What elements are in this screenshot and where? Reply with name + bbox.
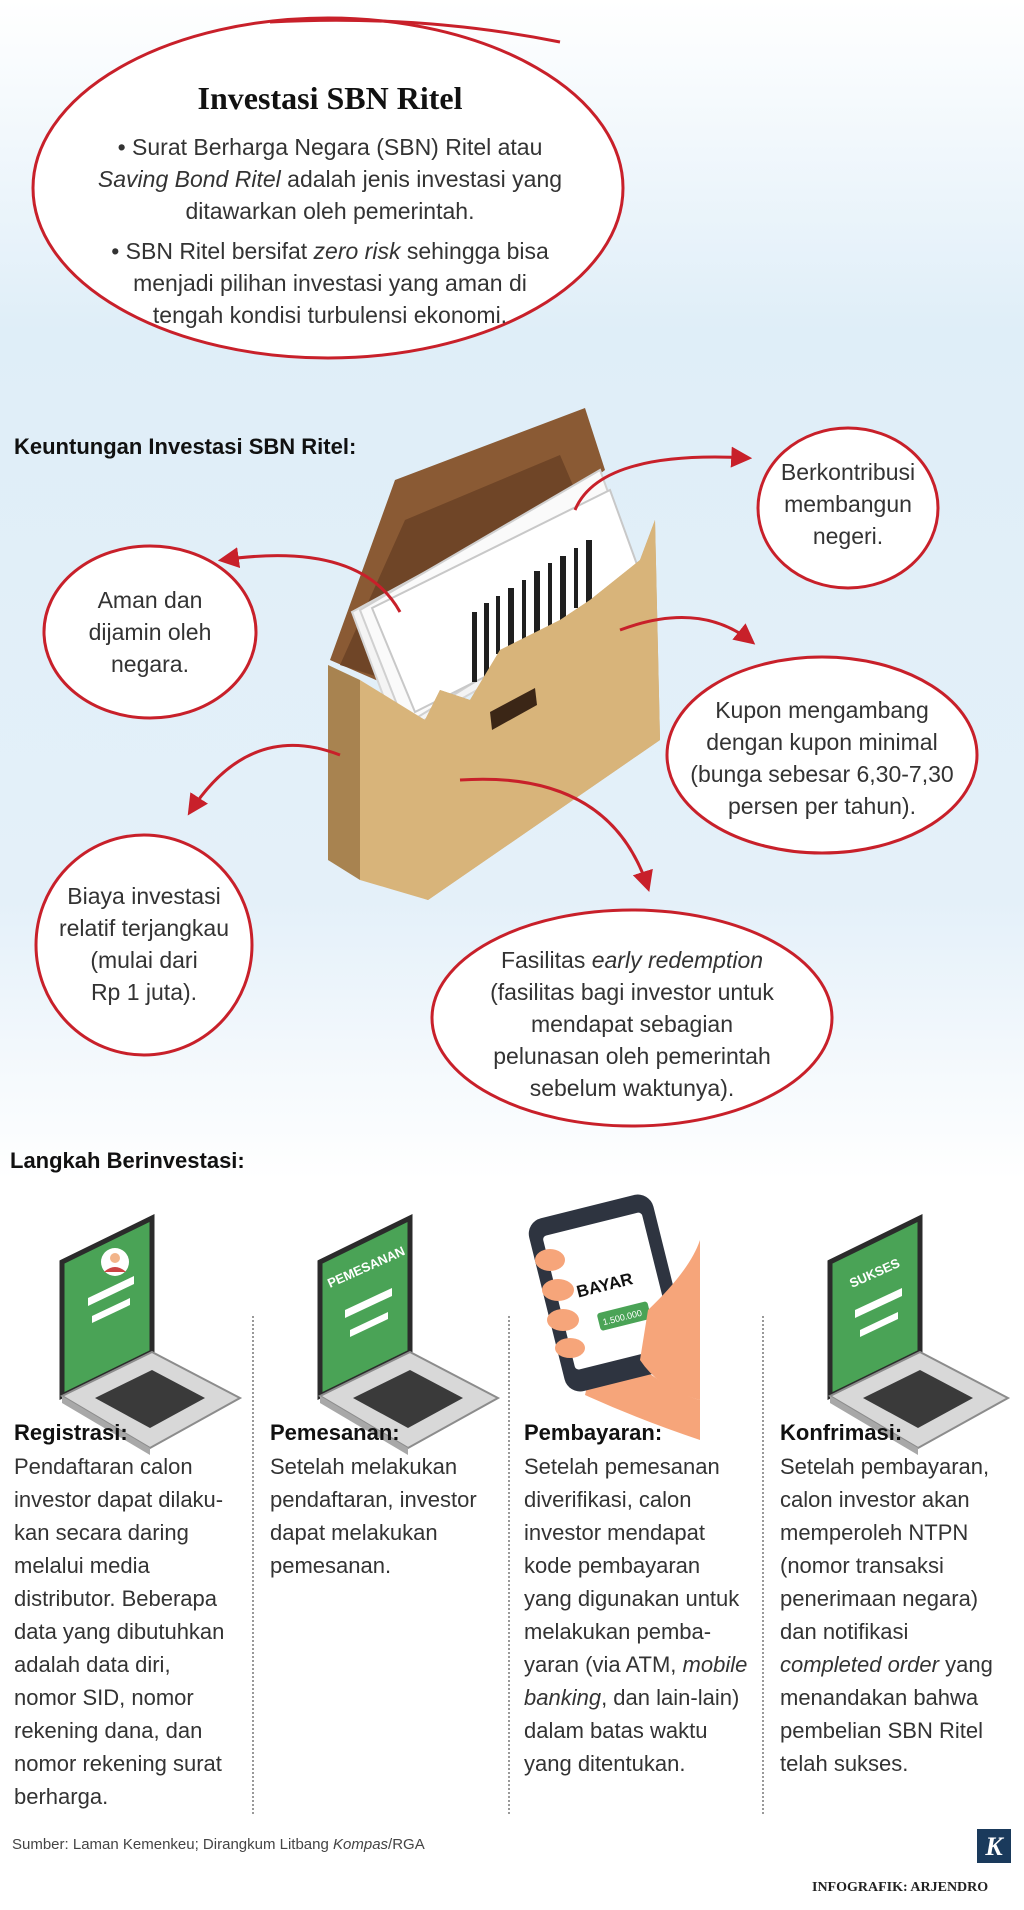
header-oval <box>31 16 625 360</box>
benefit-oval-3 <box>665 655 979 855</box>
arrow-to-benefit-5 <box>459 777 653 892</box>
laptop-registrasi-illustration <box>59 1213 243 1455</box>
credit-line: INFOGRAFIK: ARJENDRO <box>812 1880 989 1895</box>
benefit-oval-1 <box>756 426 940 590</box>
header-block: Investasi SBN Ritel • Surat Berharga Neg… <box>90 80 570 331</box>
folder-illustration <box>328 408 660 900</box>
step-pemesanan-title: Pemesanan: <box>270 1420 400 1445</box>
benefit-oval-5 <box>430 908 834 1128</box>
svg-text:K: K <box>984 1832 1004 1861</box>
phone-pembayaran-illustration: BAYAR 1.500.000 <box>528 1194 700 1440</box>
benefit-5: Fasilitas early redemption (fasilitas ba… <box>490 947 774 1101</box>
arrow-to-benefit-1 <box>573 446 753 511</box>
laptop-pemesanan-illustration: PEMESANAN <box>317 1213 501 1455</box>
step-registrasi-title: Registrasi: <box>14 1420 128 1445</box>
benefits-heading: Keuntungan Investasi SBN Ritel: <box>14 434 357 459</box>
step-konfirmasi: Konfrimasi: Setelah pembayaran,calon inv… <box>780 1420 1016 1780</box>
step-konfirmasi-title: Konfrimasi: <box>780 1420 903 1445</box>
source-note: Sumber: Laman Kemenkeu; Dirangkum Litban… <box>12 1836 425 1853</box>
laptop-konfirmasi-illustration: SUKSES <box>827 1213 1011 1455</box>
header-bullet-2: • SBN Ritel bersifat zero risk sehingga … <box>111 238 549 328</box>
step-divider-3 <box>762 1316 764 1814</box>
arrow-to-benefit-3 <box>619 616 756 645</box>
step-divider-2 <box>508 1316 510 1814</box>
benefit-oval-4 <box>34 833 254 1057</box>
header-bullet-1: • Surat Berharga Negara (SBN) Ritel atau… <box>97 134 563 224</box>
step-divider-1 <box>252 1316 254 1814</box>
step-pembayaran-title: Pembayaran: <box>524 1420 663 1445</box>
arrow-to-benefit-2 <box>217 547 402 613</box>
arrow-to-benefit-4 <box>187 743 341 816</box>
page-title: Investasi SBN Ritel <box>197 80 463 116</box>
benefit-oval-2 <box>42 544 258 720</box>
steps-heading: Langkah Berinvestasi: <box>10 1148 245 1173</box>
kompas-logo: K <box>977 1829 1011 1863</box>
